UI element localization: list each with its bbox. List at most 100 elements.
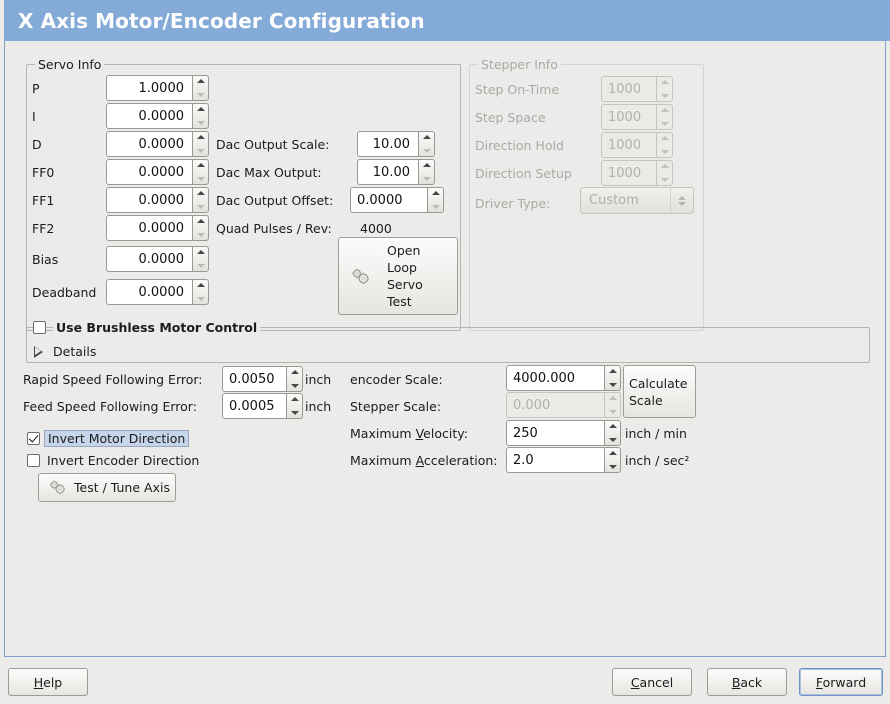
spin-up-icon[interactable] (193, 132, 208, 144)
spin-down-icon[interactable] (419, 172, 434, 184)
spin-up-icon[interactable] (605, 366, 620, 378)
servo-spin-i-buttons[interactable] (192, 103, 209, 129)
servo-spin-ff0-value[interactable]: 0.0000 (106, 159, 192, 185)
spin-down-icon[interactable] (419, 144, 434, 156)
servo-spin-ff0[interactable]: 0.0000 (106, 159, 209, 185)
help-button[interactable]: Help (8, 668, 88, 696)
feed-speed-following-error-spin[interactable]: 0.0005 (222, 393, 303, 419)
spin-down-icon[interactable] (193, 228, 208, 240)
chevron-updown-icon (670, 188, 693, 213)
servo-spin-p[interactable]: 1.0000 (106, 75, 209, 101)
servo-spin-bias[interactable]: 0.0000 (106, 246, 209, 272)
servo-spin-ff1-value[interactable]: 0.0000 (106, 187, 192, 213)
servo-spin-i-value[interactable]: 0.0000 (106, 103, 192, 129)
spin-down-icon[interactable] (193, 88, 208, 100)
spin-up-icon[interactable] (605, 448, 620, 460)
dac-output-scale-value[interactable]: 10.00 (357, 131, 418, 157)
spin-down-icon[interactable] (428, 200, 443, 212)
spin-up-icon[interactable] (287, 394, 302, 406)
spin-up-icon[interactable] (419, 132, 434, 144)
forward-button[interactable]: Forward (799, 668, 883, 696)
spin-up-icon[interactable] (193, 188, 208, 200)
back-button[interactable]: Back (707, 668, 787, 696)
spin-up-icon[interactable] (605, 421, 620, 433)
dac-output-scale-spin[interactable]: 10.00 (357, 131, 435, 157)
servo-spin-deadband[interactable]: 0.0000 (106, 279, 209, 305)
spin-down-icon[interactable] (605, 460, 620, 472)
dac-output-scale-buttons[interactable] (418, 131, 435, 157)
dac-max-output-spin[interactable]: 10.00 (357, 159, 435, 185)
quad-pulses-value: 4000 (360, 221, 392, 236)
rapid-spin-buttons[interactable] (286, 366, 303, 392)
checkbox-box[interactable] (27, 432, 40, 445)
open-loop-servo-test-button[interactable]: Open Loop Servo Test (338, 237, 458, 315)
dac-output-offset-spin[interactable]: 0.0000 (350, 187, 444, 213)
calculate-scale-button[interactable]: Calculate Scale (623, 365, 696, 418)
feed-speed-following-error-value[interactable]: 0.0005 (222, 393, 286, 419)
chevron-right-icon[interactable] (34, 345, 43, 358)
feed-spin-buttons[interactable] (286, 393, 303, 419)
spin-up-icon[interactable] (193, 280, 208, 292)
spin-down-icon[interactable] (287, 406, 302, 418)
spin-up-icon[interactable] (193, 160, 208, 172)
maximum-velocity-label: Maximum Velocity: (350, 426, 468, 442)
servo-spin-ff1-buttons[interactable] (192, 187, 209, 213)
servo-spin-bias-buttons[interactable] (192, 246, 209, 272)
max-accel-label-post: cceleration: (423, 453, 498, 468)
spin-down-icon[interactable] (193, 292, 208, 304)
maximum-velocity-value[interactable]: 250 (506, 420, 604, 446)
invert-motor-direction-checkbox[interactable]: Invert Motor Direction (27, 430, 190, 447)
dac-max-output-value[interactable]: 10.00 (357, 159, 418, 185)
spin-down-icon[interactable] (193, 116, 208, 128)
dac-max-output-buttons[interactable] (418, 159, 435, 185)
spin-down-icon[interactable] (605, 433, 620, 445)
spin-up-icon[interactable] (419, 160, 434, 172)
cancel-button[interactable]: Cancel (612, 668, 692, 696)
spin-down-icon[interactable] (605, 378, 620, 390)
spin-up-icon[interactable] (193, 247, 208, 259)
checkbox-box[interactable] (27, 454, 40, 467)
spin-down-icon[interactable] (193, 259, 208, 271)
maximum-acceleration-buttons[interactable] (604, 447, 621, 473)
servo-spin-deadband-value[interactable]: 0.0000 (106, 279, 192, 305)
spin-up-icon[interactable] (193, 104, 208, 116)
invert-encoder-direction-checkbox[interactable]: Invert Encoder Direction (27, 453, 199, 468)
spin-up-icon[interactable] (287, 367, 302, 379)
spin-up-icon[interactable] (193, 76, 208, 88)
use-brushless-motor-control-checkbox[interactable]: Use Brushless Motor Control (33, 320, 261, 335)
servo-spin-d-value[interactable]: 0.0000 (106, 131, 192, 157)
maximum-acceleration-value[interactable]: 2.0 (506, 447, 604, 473)
rapid-speed-following-error-spin[interactable]: 0.0050 (222, 366, 303, 392)
maximum-acceleration-spin[interactable]: 2.0 (506, 447, 621, 473)
servo-spin-ff0-buttons[interactable] (192, 159, 209, 185)
servo-spin-ff1[interactable]: 0.0000 (106, 187, 209, 213)
servo-label-i: I (32, 109, 36, 124)
servo-spin-ff2-value[interactable]: 0.0000 (106, 215, 192, 241)
servo-spin-p-value[interactable]: 1.0000 (106, 75, 192, 101)
maximum-velocity-buttons[interactable] (604, 420, 621, 446)
encoder-scale-value[interactable]: 4000.000 (506, 365, 604, 391)
encoder-scale-buttons[interactable] (604, 365, 621, 391)
servo-spin-ff2[interactable]: 0.0000 (106, 215, 209, 241)
servo-spin-ff2-buttons[interactable] (192, 215, 209, 241)
checkbox-box[interactable] (33, 321, 46, 334)
servo-spin-d-buttons[interactable] (192, 131, 209, 157)
servo-spin-deadband-buttons[interactable] (192, 279, 209, 305)
dac-output-offset-buttons[interactable] (427, 187, 444, 213)
spin-up-icon[interactable] (428, 188, 443, 200)
rapid-speed-following-error-value[interactable]: 0.0050 (222, 366, 286, 392)
maximum-velocity-spin[interactable]: 250 (506, 420, 621, 446)
servo-spin-p-buttons[interactable] (192, 75, 209, 101)
spin-down-icon[interactable] (193, 172, 208, 184)
details-expander[interactable]: Details (32, 344, 96, 359)
servo-spin-bias-value[interactable]: 0.0000 (106, 246, 192, 272)
spin-down-icon[interactable] (193, 144, 208, 156)
servo-spin-d[interactable]: 0.0000 (106, 131, 209, 157)
encoder-scale-spin[interactable]: 4000.000 (506, 365, 621, 391)
test-tune-axis-button[interactable]: Test / Tune Axis (38, 473, 176, 502)
spin-up-icon[interactable] (193, 216, 208, 228)
spin-down-icon[interactable] (287, 379, 302, 391)
dac-output-offset-value[interactable]: 0.0000 (350, 187, 427, 213)
servo-spin-i[interactable]: 0.0000 (106, 103, 209, 129)
spin-down-icon[interactable] (193, 200, 208, 212)
